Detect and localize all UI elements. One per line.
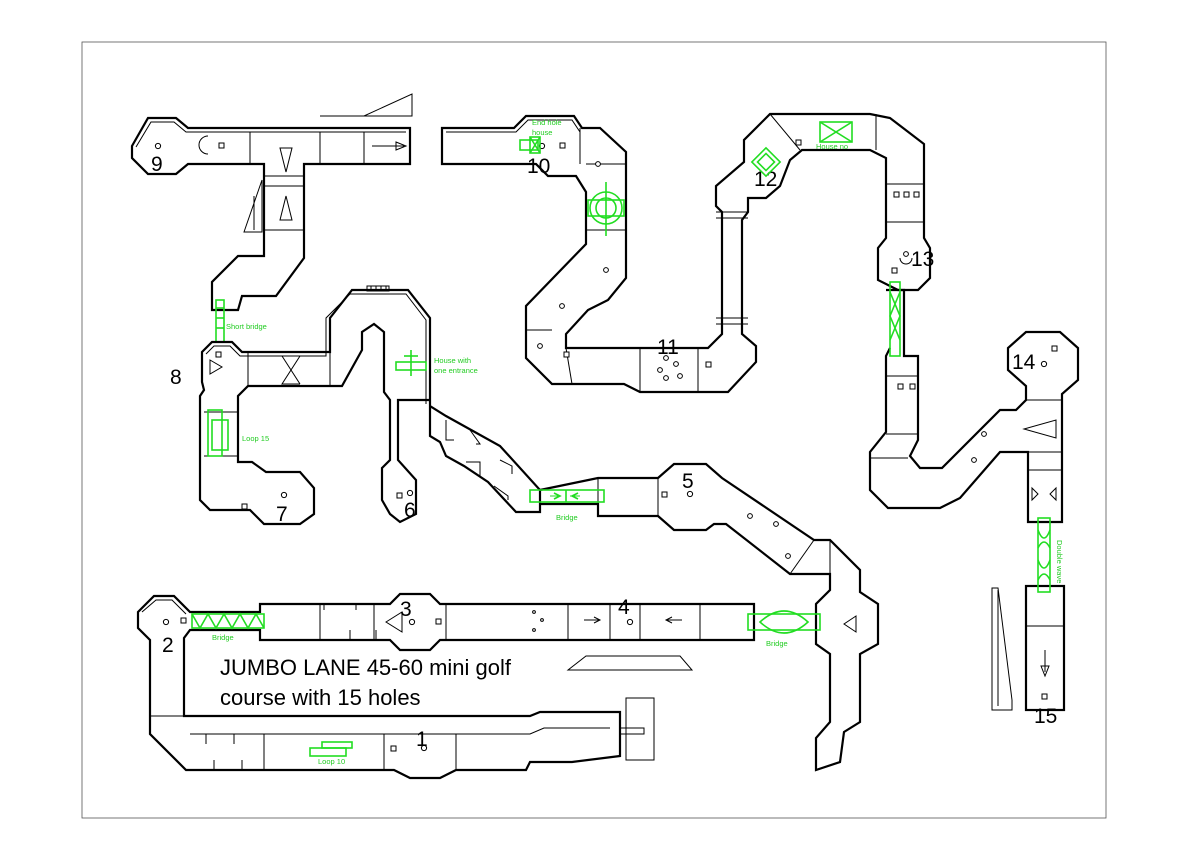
- hole-13-14-15-track: [868, 288, 1080, 712]
- hole-number: 10: [527, 155, 550, 178]
- loop-10-obstacle: [309, 741, 353, 757]
- end-hole-house-label-line1: End hole: [532, 118, 562, 127]
- house-12-obstacle: [750, 146, 782, 178]
- bridge-5-label: Bridge: [556, 513, 578, 522]
- house-label-line1: House with: [434, 356, 471, 365]
- bridge-13-obstacle: [889, 281, 901, 357]
- house-no-obstacle: [819, 121, 853, 143]
- hole-number: 12: [754, 168, 777, 191]
- hole-number: 7: [276, 503, 288, 526]
- hole-number: 11: [657, 336, 679, 359]
- house-no-label: House no: [816, 142, 848, 151]
- end-hole-house-obstacle: [519, 136, 541, 154]
- end-hole-house-label-line2: house: [532, 128, 552, 137]
- loop-15-label: Loop 15: [242, 434, 269, 443]
- course-title-line1: JUMBO LANE 45-60 mini golf: [220, 655, 512, 680]
- loop-15-obstacle: [207, 409, 229, 457]
- hole-number: 5: [682, 470, 694, 493]
- hole-number: 2: [162, 634, 174, 657]
- bridge-4-obstacle: [747, 610, 821, 634]
- hole-8-track: [198, 285, 542, 526]
- hole-number: 14: [1012, 351, 1036, 374]
- short-bridge-obstacle: [215, 299, 225, 343]
- loop-10-green-obstacle: [587, 182, 625, 236]
- bridge-4-label: Bridge: [766, 639, 788, 648]
- loop-10-label: Loop 10: [318, 757, 345, 766]
- house-obstacle: [395, 350, 427, 376]
- course-title-line2: course with 15 holes: [220, 685, 421, 710]
- bridge-5-obstacle: [529, 489, 605, 503]
- house-label-line2: one entrance: [434, 366, 478, 375]
- hole-number: 6: [404, 499, 416, 522]
- hole-number: 13: [911, 248, 934, 271]
- hole-number: 1: [416, 728, 428, 751]
- hole-10-11-track: [440, 112, 932, 394]
- hole-number: 8: [170, 366, 182, 389]
- short-bridge-label: Short bridge: [226, 322, 267, 331]
- hole-number: 3: [400, 598, 412, 621]
- bridge-2-label: Bridge: [212, 633, 234, 642]
- hole-number: 15: [1034, 705, 1057, 728]
- hole-number: 9: [151, 153, 163, 176]
- double-wave-obstacle: [1037, 517, 1051, 593]
- hole-5-track: [539, 462, 880, 772]
- bridge-2-obstacle: [191, 612, 265, 630]
- page-frame: [81, 41, 1107, 819]
- hole-2-3-4-track: [136, 592, 756, 780]
- hole-9-track: [130, 93, 413, 312]
- hole-number: 4: [618, 596, 630, 619]
- double-wave-label: Double wave: [1055, 540, 1064, 583]
